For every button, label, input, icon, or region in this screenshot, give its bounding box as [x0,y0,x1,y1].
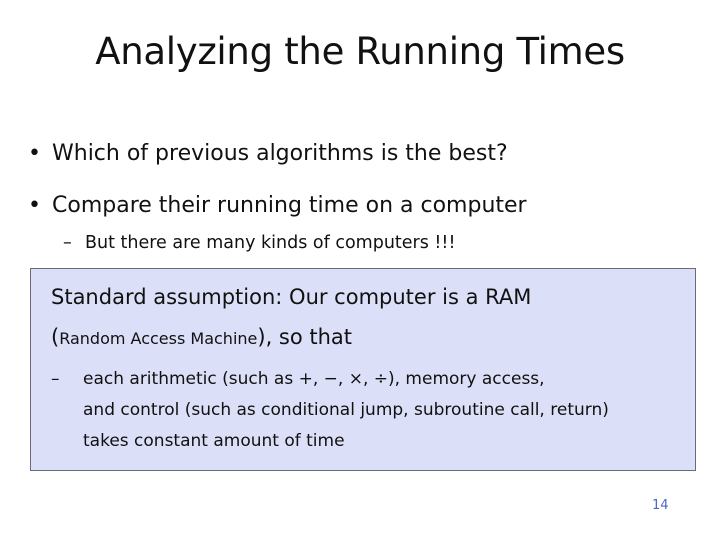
detail-line-2: and control (such as conditional jump, s… [83,400,609,420]
detail-line-1: – each arithmetic (such as +, −, ×, ÷), m… [51,364,609,395]
assumption-box: Standard assumption: Our computer is a R… [30,268,696,471]
page-number: 14 [652,498,669,513]
dash-icon: – [51,369,60,389]
dash-icon: – [63,233,72,253]
assumption-heading: Standard assumption: Our computer is a R… [51,285,532,309]
ram-expansion: Random Access Machine [59,329,258,348]
sub-bullet: –But there are many kinds of computers !… [63,233,455,253]
sub-bullet-text: But there are many kinds of computers !!… [85,233,456,253]
slide-title: Analyzing the Running Times [95,30,625,73]
bullet-item: • Compare their running time on a compute… [28,193,527,218]
bullet-dot-icon: • [28,141,41,166]
bullet-text: Which of previous algorithms is the best… [52,141,508,166]
bullet-dot-icon: • [28,193,41,218]
detail-text-1: each arithmetic (such as +, −, ×, ÷), me… [83,369,545,389]
assumption-detail: – each arithmetic (such as +, −, ×, ÷), m… [51,364,609,457]
paren-open: ( [51,325,60,349]
assumption-subheading: (Random Access Machine), so that [51,325,352,349]
bullet-text: Compare their running time on a computer [52,193,527,218]
bullet-item: • Which of previous algorithms is the bes… [28,141,508,166]
paren-close-text: ), so that [257,325,353,349]
detail-line-3: takes constant amount of time [83,431,345,451]
